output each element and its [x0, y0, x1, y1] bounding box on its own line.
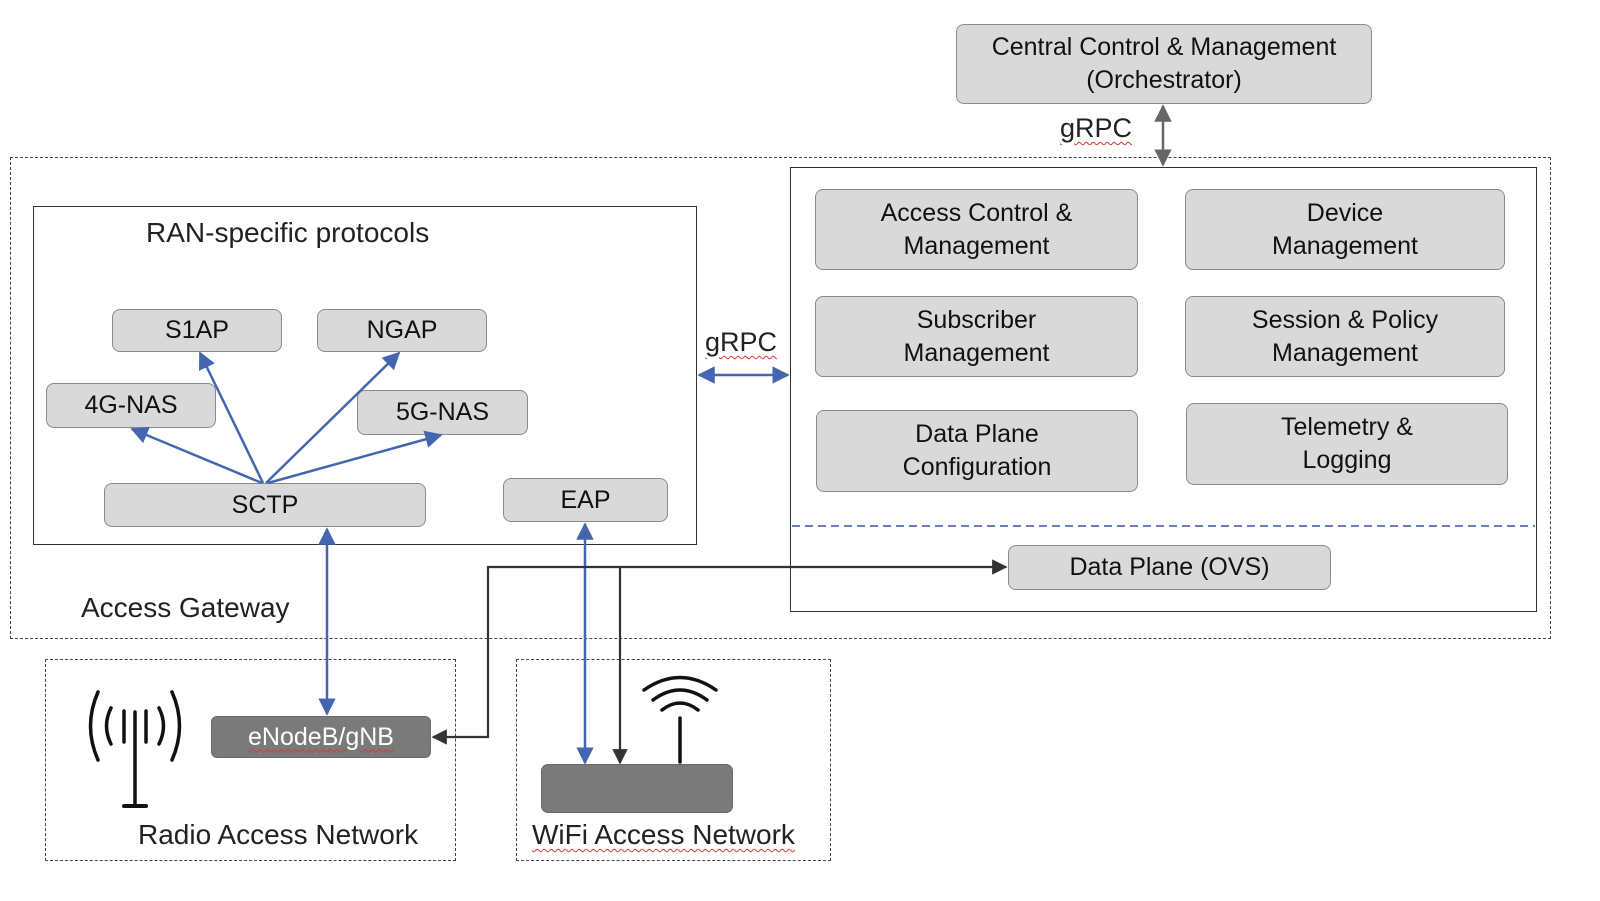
data-plane-config-box: Data Plane Configuration	[816, 410, 1138, 492]
enodeb-box: eNodeB/gNB	[211, 716, 431, 758]
device-management-line2: Management	[1272, 231, 1418, 260]
data-plane-ovs-box: Data Plane (OVS)	[1008, 545, 1331, 590]
device-management-box: Device Management	[1185, 189, 1505, 270]
data-plane-config-line2: Configuration	[902, 453, 1052, 481]
telemetry-line1: Telemetry &	[1281, 413, 1413, 441]
sctp-ngap-arrow	[265, 351, 401, 484]
radio-access-network-label: Radio Access Network	[138, 819, 419, 850]
grpc-mid-label: gRPC	[705, 327, 778, 357]
device-management-line1: Device	[1306, 198, 1384, 227]
subscriber-management-box: Subscriber Management	[815, 296, 1138, 377]
nas-5g-box: 5G-NAS	[357, 390, 528, 435]
orchestrator-line2: (Orchestrator)	[1086, 66, 1242, 94]
telemetry-logging-box: Telemetry & Logging	[1186, 403, 1508, 485]
wifi-access-network-text: WiFi Access Network	[532, 819, 795, 850]
access-control-box: Access Control & Management	[815, 189, 1138, 270]
session-policy-box: Session & Policy Management	[1185, 296, 1505, 377]
wifi-signal-icon	[642, 675, 718, 764]
session-policy-line1: Session & Policy	[1251, 305, 1439, 334]
ran-protocols-frame	[33, 206, 697, 545]
subscriber-management-line1: Subscriber	[916, 305, 1037, 334]
telemetry-line2: Logging	[1302, 446, 1392, 474]
nas-4g-box: 4G-NAS	[46, 383, 216, 428]
grpc-top-label: gRPC	[1060, 113, 1133, 143]
wifi-router-body	[541, 764, 733, 813]
control-services-frame	[790, 167, 1537, 612]
session-policy-line2: Management	[1272, 338, 1418, 367]
access-control-line2: Management	[903, 231, 1050, 260]
access-control-line1: Access Control &	[880, 198, 1073, 227]
wifi-access-network-label: WiFi Access Network	[532, 819, 795, 851]
eap-box: EAP	[503, 478, 668, 522]
subscriber-management-line2: Management	[903, 338, 1050, 367]
sctp-4gnas-arrow	[130, 426, 263, 485]
data-plane-config-line1: Data Plane	[915, 420, 1039, 448]
orchestrator-line1: Central Control & Management	[991, 33, 1337, 61]
orchestrator-box: Central Control & Management (Orchestrat…	[956, 24, 1372, 104]
enodeb-label: eNodeB/gNB	[248, 722, 394, 751]
ran-protocols-title: RAN-specific protocols	[146, 217, 430, 248]
antenna-icon	[88, 690, 182, 808]
access-gateway-label: Access Gateway	[81, 592, 290, 623]
radio-access-network-frame	[45, 659, 456, 861]
sctp-s1ap-arrow	[198, 351, 265, 484]
dataplane-enodeb-path	[431, 559, 1008, 745]
sctp-box: SCTP	[104, 483, 426, 527]
ngap-box: NGAP	[317, 309, 487, 352]
sctp-5gnas-arrow	[267, 430, 443, 485]
s1ap-box: S1AP	[112, 309, 282, 352]
